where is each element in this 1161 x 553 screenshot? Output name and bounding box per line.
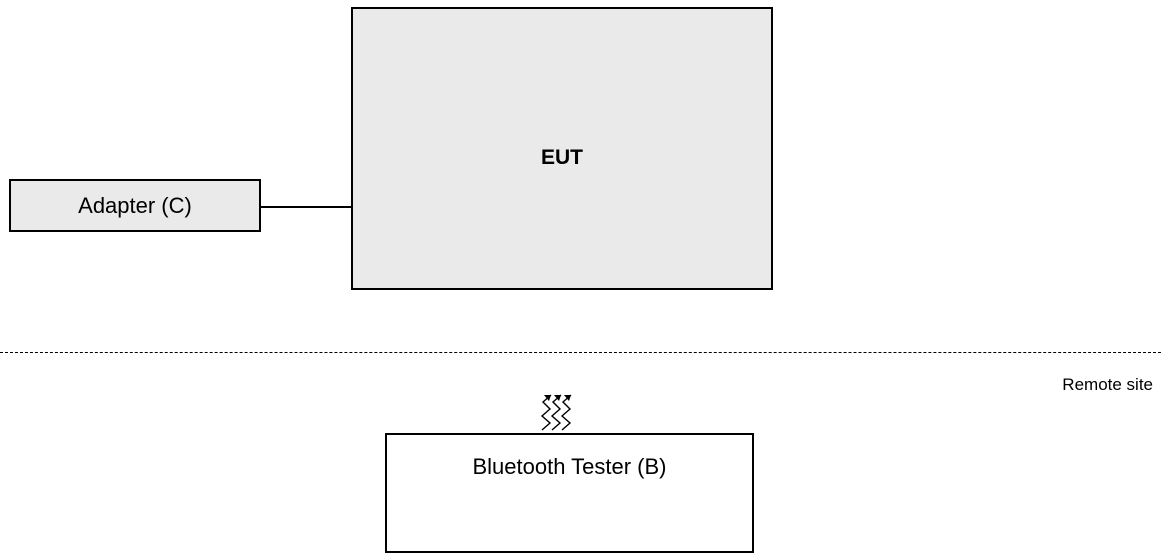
adapter-label: Adapter (C) — [78, 193, 192, 218]
eut-box: EUT — [351, 7, 773, 290]
adapter-box: Adapter (C) — [9, 179, 261, 232]
remote-site-label: Remote site — [1062, 375, 1153, 394]
test-setup-diagram: EUT Adapter (C) Remote site Bluetooth Te… — [0, 7, 1161, 553]
eut-label: EUT — [541, 146, 583, 169]
remote-site-boundary — [0, 352, 1161, 353]
bluetooth-tester-box: Bluetooth Tester (B) — [385, 433, 754, 553]
adapter-eut-cable — [261, 206, 351, 208]
bluetooth-tester-label: Bluetooth Tester (B) — [472, 454, 667, 479]
wireless-signal-icon — [540, 394, 572, 431]
